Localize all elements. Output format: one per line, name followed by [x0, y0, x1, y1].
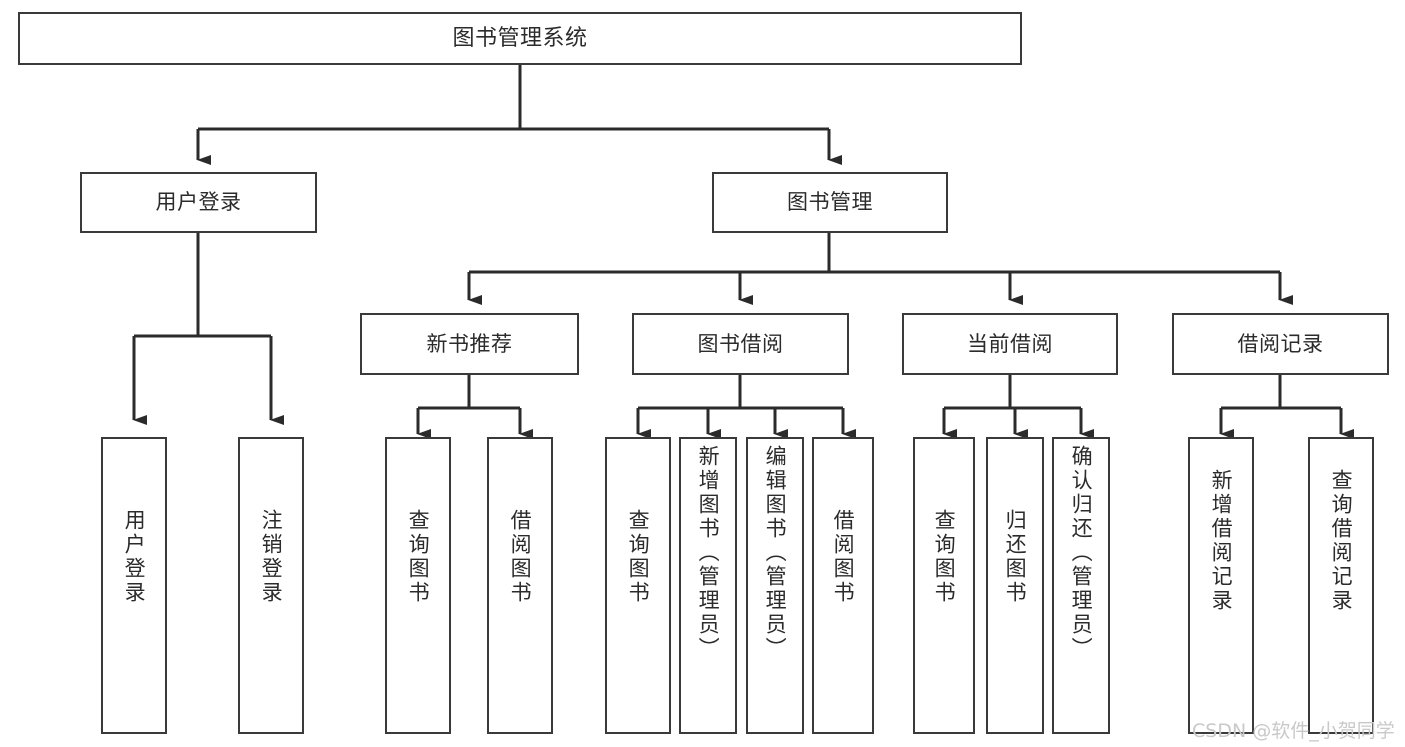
node-book-borrow-label: 图书借阅 — [697, 331, 784, 356]
leaf-user-login-label: 用户登录 — [122, 509, 147, 605]
node-root-label: 图书管理系统 — [452, 25, 588, 51]
node-new-book-recommend-label: 新书推荐 — [426, 331, 513, 356]
leaf-edit-book-admin-label: 编辑图书（管理员） — [763, 445, 788, 661]
leaf-logout-label: 注销登录 — [259, 509, 284, 605]
node-borrow-record[interactable]: 借阅记录 — [1172, 313, 1389, 375]
leaf-add-borrow-record[interactable]: 新增借阅记录 — [1188, 437, 1254, 734]
leaf-borrow-book-label: 借阅图书 — [831, 509, 856, 605]
leaf-query-book-borrow[interactable]: 查询图书 — [605, 437, 671, 734]
leaf-confirm-return-admin[interactable]: 确认归还（管理员） — [1052, 437, 1110, 734]
leaf-borrow-book[interactable]: 借阅图书 — [812, 437, 874, 734]
leaf-borrow-book-recommend[interactable]: 借阅图书 — [487, 437, 553, 734]
leaf-user-login[interactable]: 用户登录 — [101, 437, 167, 734]
leaf-query-borrow-record-label: 查询借阅记录 — [1329, 469, 1354, 613]
leaf-query-book-recommend-label: 查询图书 — [406, 509, 431, 605]
node-borrow-record-label: 借阅记录 — [1237, 331, 1324, 356]
node-current-borrow[interactable]: 当前借阅 — [902, 313, 1118, 375]
leaf-add-book-admin-label: 新增图书（管理员） — [696, 445, 721, 661]
leaf-confirm-return-admin-label: 确认归还（管理员） — [1069, 445, 1094, 661]
leaf-borrow-book-recommend-label: 借阅图书 — [508, 509, 533, 605]
node-user-login[interactable]: 用户登录 — [80, 172, 317, 233]
leaf-query-book-current-label: 查询图书 — [932, 509, 957, 605]
node-new-book-recommend[interactable]: 新书推荐 — [360, 313, 579, 375]
node-root[interactable]: 图书管理系统 — [18, 12, 1022, 65]
leaf-return-book[interactable]: 归还图书 — [986, 437, 1044, 734]
leaf-query-book-current[interactable]: 查询图书 — [913, 437, 975, 734]
node-book-management-label: 图书管理 — [787, 190, 873, 215]
leaf-return-book-label: 归还图书 — [1003, 509, 1028, 605]
leaf-query-book-recommend[interactable]: 查询图书 — [385, 437, 451, 734]
node-book-management[interactable]: 图书管理 — [712, 172, 948, 233]
node-current-borrow-label: 当前借阅 — [967, 331, 1053, 356]
leaf-add-book-admin[interactable]: 新增图书（管理员） — [679, 437, 737, 734]
leaf-query-book-borrow-label: 查询图书 — [626, 509, 651, 605]
leaf-edit-book-admin[interactable]: 编辑图书（管理员） — [746, 437, 804, 734]
leaf-query-borrow-record[interactable]: 查询借阅记录 — [1308, 437, 1374, 734]
leaf-add-borrow-record-label: 新增借阅记录 — [1209, 469, 1234, 613]
leaf-logout[interactable]: 注销登录 — [238, 437, 304, 734]
csdn-watermark: CSDN @软件_小贺同学 — [1192, 720, 1395, 742]
node-user-login-label: 用户登录 — [155, 190, 242, 215]
node-book-borrow[interactable]: 图书借阅 — [632, 313, 849, 375]
